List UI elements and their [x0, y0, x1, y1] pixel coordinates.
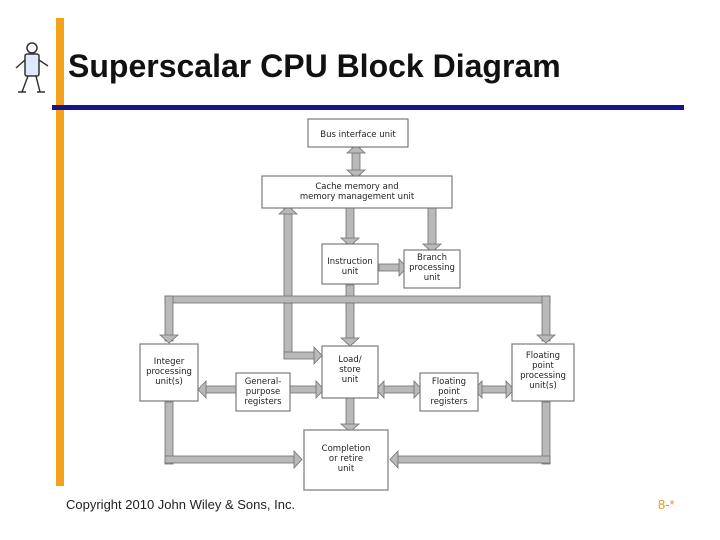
pipes	[158, 144, 557, 470]
copyright-text: Copyright 2010 John Wiley & Sons, Inc.	[66, 497, 296, 512]
slide-title: Superscalar CPU Block Diagram	[68, 48, 561, 84]
svg-text:Bus interface unit: Bus interface unit	[320, 130, 396, 140]
mascot-logo	[12, 40, 52, 96]
accent-bar	[56, 18, 64, 486]
title-rule	[52, 105, 684, 110]
bus-interface-unit: Bus interface unit	[307, 118, 409, 148]
slide-number: 8-*	[658, 497, 675, 512]
